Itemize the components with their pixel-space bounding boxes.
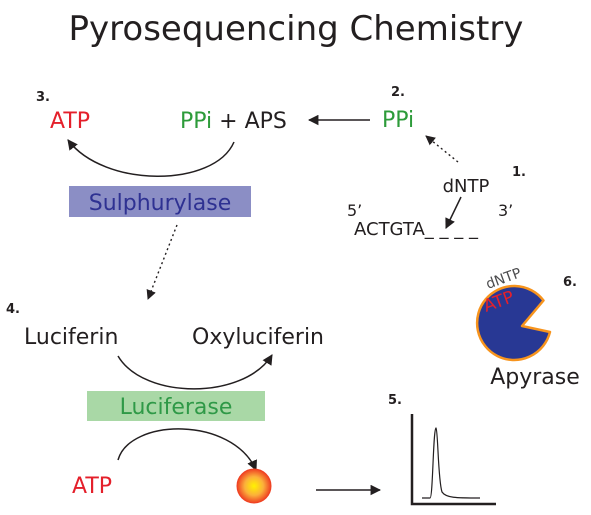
oxyluciferin-label: Oxyluciferin (192, 325, 324, 350)
step-3-atp-label: ATP (50, 109, 90, 134)
five-prime-label: 5’ (347, 201, 362, 220)
step-5-number: 5. (388, 393, 402, 408)
ppi-plus-aps-label: PPi + APS (180, 109, 287, 134)
luciferin-oxidation-arrow (117, 354, 273, 390)
atp-to-luciferase-dotted-arrow (146, 224, 178, 300)
sulphurylase-reaction-arrow (67, 139, 235, 177)
step-4-atp-label: ATP (72, 474, 112, 499)
step-1-number: 1. (512, 165, 526, 180)
diagram-title: Pyrosequencing Chemistry (69, 9, 524, 49)
step-4-number: 4. (6, 302, 20, 317)
dntp-incorporation-arrow (445, 196, 462, 229)
sulphurylase-label: Sulphurylase (89, 191, 232, 216)
plus-aps-label: + APS (212, 109, 287, 134)
step-3-number: 3. (36, 90, 50, 105)
luciferase-label: Luciferase (120, 395, 233, 420)
step-2-ppi-label: PPi (382, 108, 414, 133)
light-emission-icon (236, 468, 272, 504)
apyrase-enzyme-icon (475, 284, 552, 362)
step-3-ppi-label: PPi (180, 109, 212, 134)
pyrogram-axes (410, 414, 496, 506)
step-1-dntp-label: dNTP (443, 176, 490, 197)
dna-template-sequence: ACTGTA_ _ _ _ (354, 219, 479, 240)
step-2-number: 2. (391, 85, 405, 100)
step-6-number: 6. (563, 275, 577, 290)
luciferase-box (87, 391, 265, 421)
sulphurylase-box (69, 186, 251, 217)
atp-to-light-arrow (117, 428, 257, 471)
luciferin-label: Luciferin (24, 325, 118, 350)
pyrogram-peak (422, 427, 481, 499)
ppi-release-dotted-arrow (425, 135, 459, 163)
three-prime-label: 3’ (498, 201, 513, 220)
apyrase-label: Apyrase (490, 365, 580, 390)
